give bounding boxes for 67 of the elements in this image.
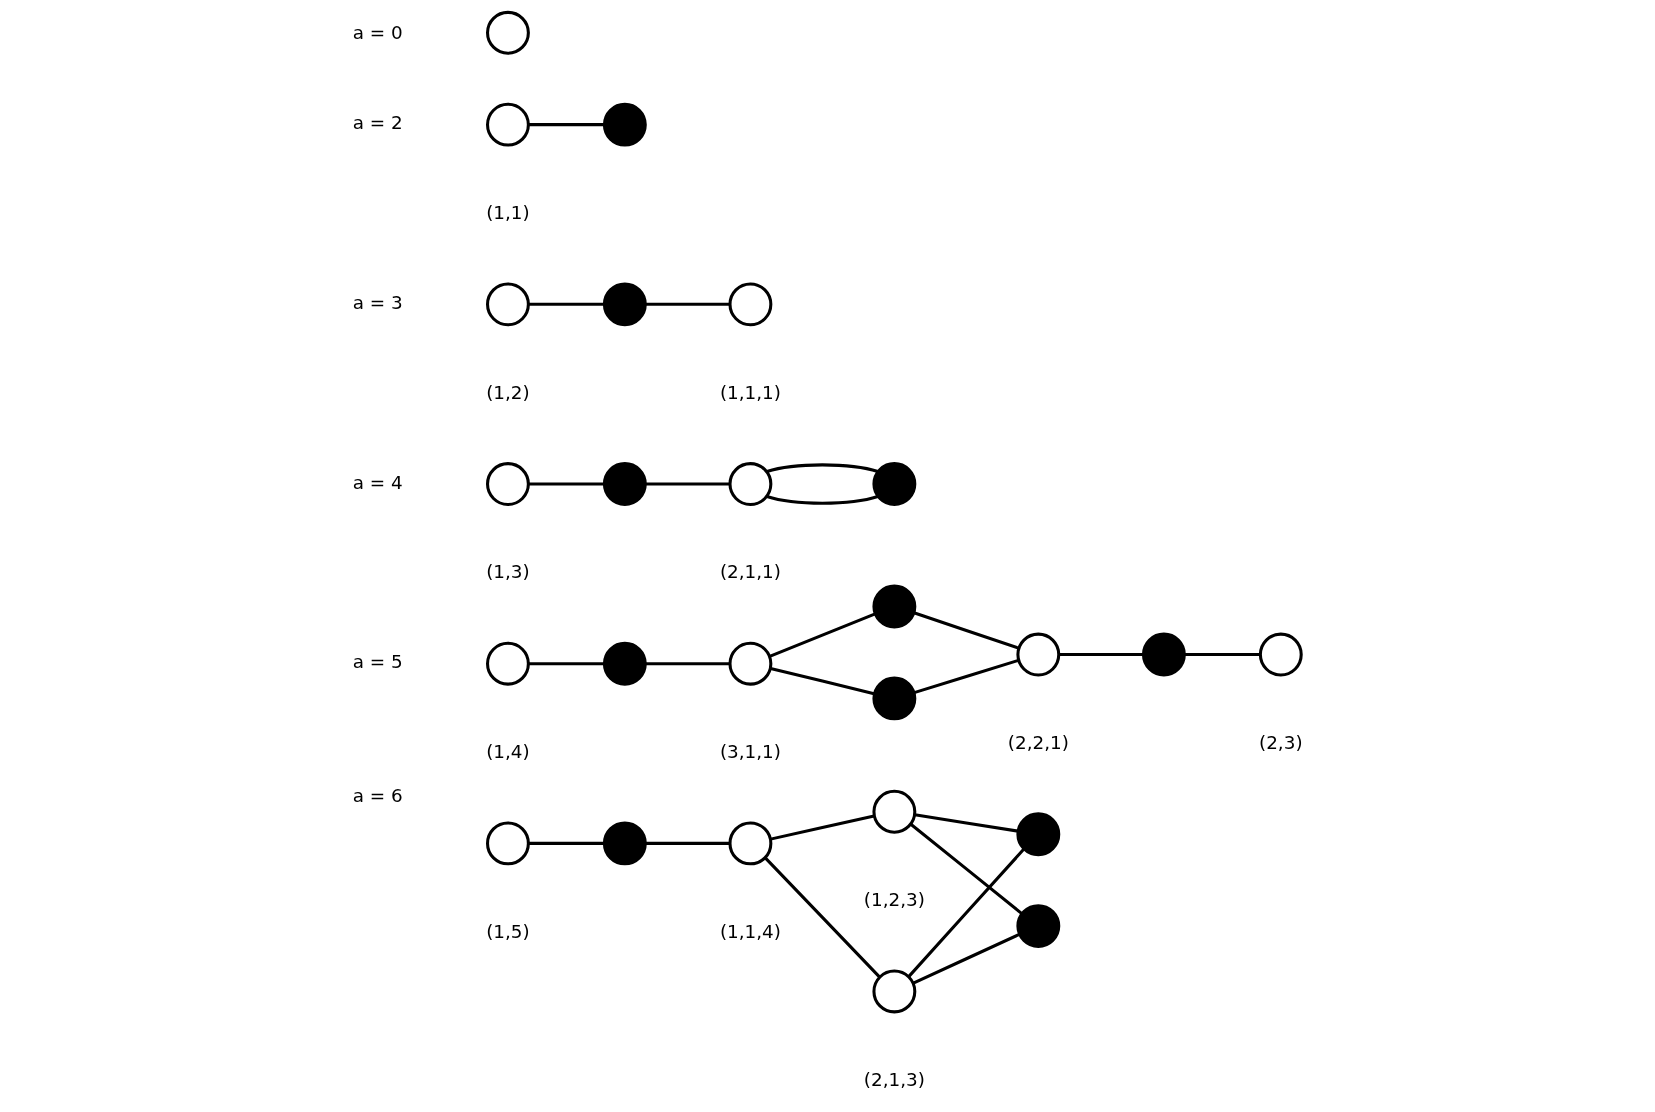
connector [913, 658, 1019, 695]
node-circle [602, 821, 647, 866]
connector [913, 611, 1020, 650]
connector [1184, 653, 1261, 657]
connector [912, 932, 1021, 985]
node-label: (1,4) [486, 741, 530, 763]
label: a = 2 [352, 112, 403, 134]
connector [528, 302, 605, 306]
connector [528, 482, 605, 486]
label: a = 6 [352, 784, 403, 806]
node-circle [728, 462, 773, 506]
node-label: (1,2,3) [863, 889, 925, 911]
node-circle [486, 821, 530, 866]
connector [528, 841, 605, 845]
connector [909, 823, 1023, 915]
node-label: (2,3) [1259, 731, 1303, 753]
label: a = 5 [352, 651, 403, 673]
node-circle [486, 282, 530, 327]
connector [1058, 653, 1144, 657]
node-circle [872, 969, 917, 1014]
node-label: (2,1,3) [863, 1068, 925, 1090]
node-circle [872, 676, 917, 721]
node-circle [728, 282, 773, 327]
node-circle [486, 102, 530, 147]
node-label: (1,1,1) [719, 381, 781, 403]
node-circle [872, 789, 917, 834]
node-circle [728, 821, 773, 866]
node-circle [486, 462, 530, 506]
connector [764, 856, 881, 979]
node-circle [602, 282, 647, 327]
node-circle [1141, 632, 1186, 677]
label: a = 4 [352, 471, 403, 493]
node-circle [602, 462, 647, 506]
connector [769, 612, 876, 658]
connector [770, 814, 875, 841]
connector [914, 813, 1019, 833]
node-circle [728, 641, 773, 686]
connector [766, 463, 879, 474]
node-label: (1,1,4) [719, 920, 781, 942]
node-circle [872, 462, 917, 506]
node-label: (3,1,1) [719, 741, 781, 763]
label: a = 0 [352, 22, 403, 44]
node-circle [602, 102, 647, 147]
node-label: (2,2,1) [1007, 731, 1069, 753]
node-circle [602, 641, 647, 686]
node-label: (1,2) [486, 381, 530, 403]
node-circle [1016, 812, 1061, 857]
node-circle [486, 641, 530, 686]
node-circle [1258, 632, 1303, 677]
connector [528, 662, 605, 666]
node-label: (1,1) [486, 201, 530, 223]
connector [766, 495, 879, 505]
connector [528, 123, 605, 127]
connector [907, 848, 1026, 978]
node-label: (1,5) [486, 920, 530, 942]
connector [645, 302, 730, 306]
node-label: (1,3) [486, 561, 530, 583]
node-label: (2,1,1) [719, 561, 781, 583]
node-circle [872, 584, 917, 629]
node-circle [486, 10, 530, 55]
node-circle [1016, 904, 1061, 949]
label: a = 3 [352, 291, 403, 313]
connector [645, 482, 730, 486]
connector [645, 662, 730, 666]
connector [645, 841, 730, 845]
connector [770, 666, 875, 696]
node-circle [1016, 632, 1061, 677]
